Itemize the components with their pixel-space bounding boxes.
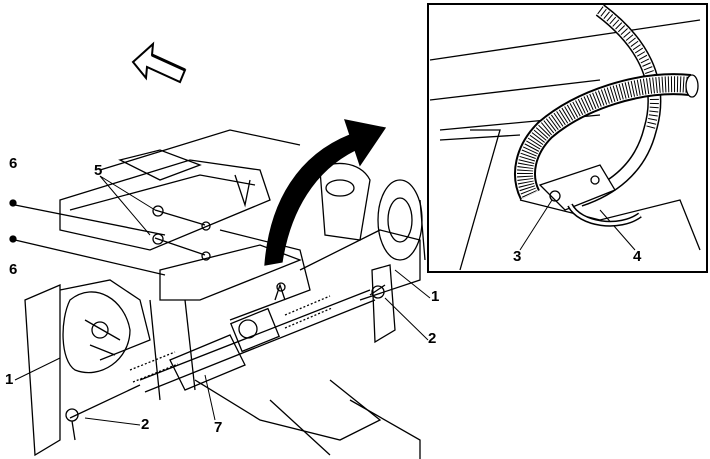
detail-inset — [427, 3, 708, 273]
callout-2-right: 2 — [428, 330, 437, 347]
callout-4: 4 — [633, 248, 642, 265]
tie-rods — [65, 284, 386, 441]
rotation-arrow-icon — [264, 119, 387, 266]
frame-crossmember — [59, 129, 426, 459]
callout-6-upper: 6 — [9, 155, 18, 172]
callout-3: 3 — [513, 248, 522, 265]
callout-1-left: 1 — [5, 371, 14, 388]
callout-1-right: 1 — [431, 288, 440, 305]
leader-lines — [14, 175, 636, 426]
mounting-bolts — [9, 199, 211, 276]
callout-2-bottom: 2 — [141, 416, 150, 433]
callout-7: 7 — [214, 419, 223, 436]
callout-5: 5 — [94, 162, 103, 179]
callout-6-lower: 6 — [9, 261, 18, 278]
knuckle-and-shields — [24, 264, 396, 457]
steering-gear — [129, 282, 376, 393]
front-direction-arrow-icon — [131, 41, 187, 84]
